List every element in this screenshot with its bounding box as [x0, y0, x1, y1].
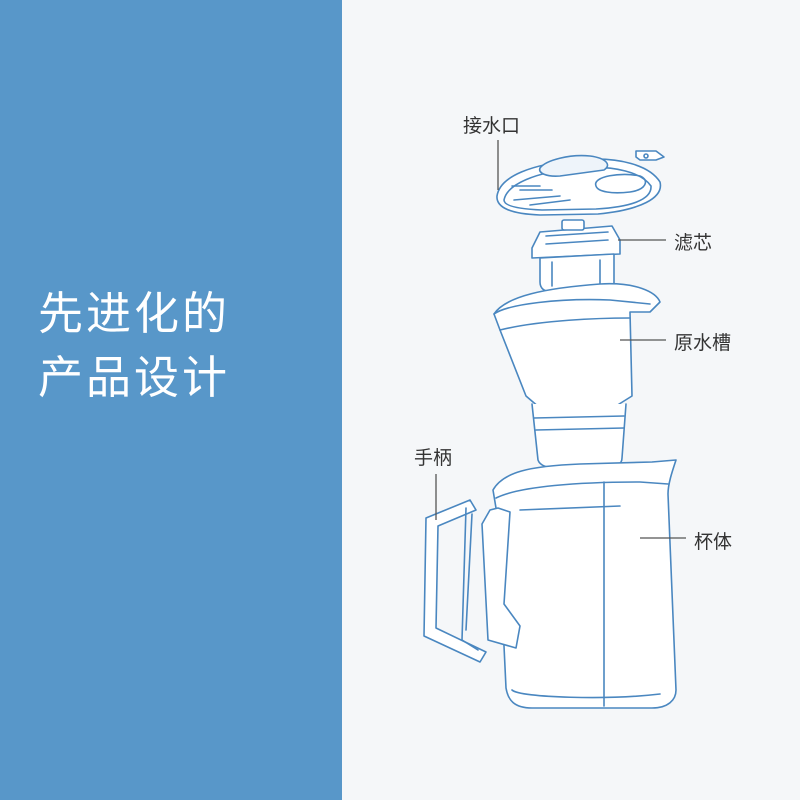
headline-line-1: 先进化的: [38, 287, 231, 340]
callout-filter: 滤芯: [674, 232, 713, 254]
callout-body: 杯体: [694, 531, 733, 553]
lid-part: [496, 150, 665, 216]
headline-line-2: 产品设计: [38, 351, 231, 404]
body-part: [492, 459, 677, 709]
headline: 先进化的 产品设计: [38, 282, 230, 410]
handle-part: [423, 499, 521, 663]
reservoir-part: [493, 282, 661, 469]
leader-lines: [435, 140, 686, 539]
left-blue-panel: 先进化的 产品设计: [0, 0, 342, 800]
callout-inlet: 接水口: [463, 115, 521, 137]
callout-handle: 手柄: [414, 447, 453, 469]
callout-reservoir: 原水槽: [674, 332, 732, 354]
filter-part: [531, 219, 621, 293]
